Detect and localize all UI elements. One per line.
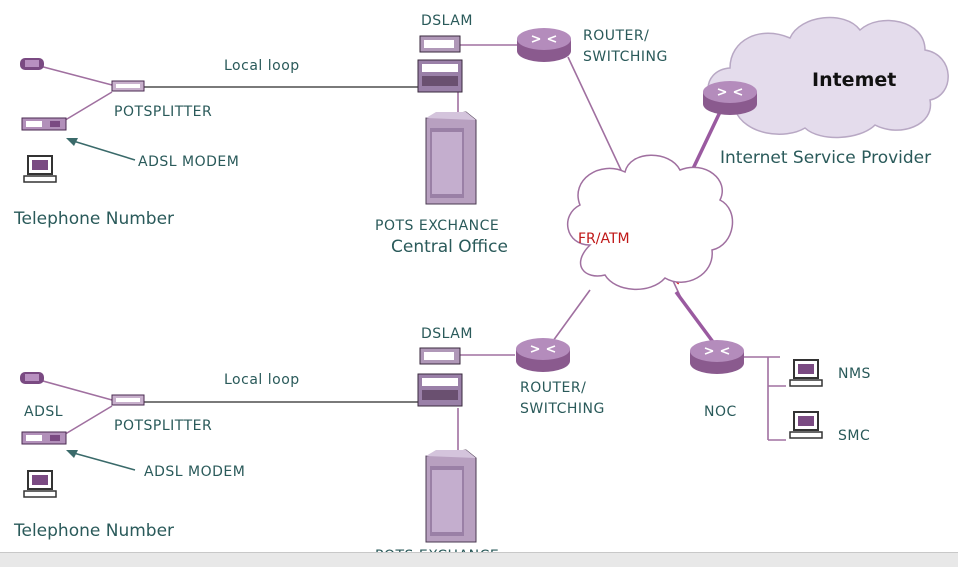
smc-computer-icon bbox=[789, 411, 823, 439]
link-modem-splitter-bottom bbox=[61, 405, 113, 437]
computer-icon-top bbox=[23, 155, 57, 183]
link-frame-noc bbox=[674, 290, 718, 348]
isp-router-icon bbox=[702, 80, 758, 116]
router-icon-top bbox=[516, 27, 572, 63]
connections-bottom bbox=[31, 354, 786, 450]
pots-exchange-icon-bottom bbox=[425, 449, 477, 543]
nms-label: NMS bbox=[838, 366, 871, 382]
horizontal-scrollbar[interactable] bbox=[0, 552, 958, 567]
potsplitter-icon-bottom bbox=[111, 394, 145, 406]
dslam-icon-bottom bbox=[419, 347, 461, 365]
local-loop-label-top: Local loop bbox=[224, 58, 300, 74]
link-phone-splitter-bottom bbox=[31, 377, 113, 401]
link-phone-splitter-top bbox=[31, 63, 113, 86]
computer-icon-bottom bbox=[23, 470, 57, 498]
adsl-modem-label-top: ADSL MODEM bbox=[138, 154, 239, 170]
potsplitter-label-bottom: POTSPLITTER bbox=[114, 418, 212, 434]
switch-rack-icon-bottom bbox=[417, 373, 463, 407]
smc-label: SMC bbox=[838, 428, 870, 444]
router-label-top: ROUTER/SWITCHING bbox=[583, 28, 668, 65]
internet-cloud bbox=[707, 16, 949, 139]
telephone-icon-top bbox=[20, 58, 44, 70]
dslam-icon-top bbox=[419, 35, 461, 53]
internet-label: Intemet bbox=[812, 69, 896, 91]
pots-exchange-label-top: POTS EXCHANCE bbox=[375, 218, 499, 234]
noc-label: NOC bbox=[704, 404, 737, 420]
fr-atm-label: FR/ATM bbox=[578, 231, 630, 247]
adsl-modem-icon-bottom bbox=[21, 431, 67, 445]
adsl-label-bottom: ADSL bbox=[24, 404, 63, 420]
telephone-number-label-top: Telephone Number bbox=[13, 209, 174, 229]
switch-rack-icon-top bbox=[417, 59, 463, 93]
potsplitter-icon-top bbox=[111, 80, 145, 92]
nms-computer-icon bbox=[789, 359, 823, 387]
router-label-bottom: ROUTER/SWITCHING bbox=[520, 380, 605, 417]
local-loop-label-bottom: Local loop bbox=[224, 372, 300, 388]
dslam-label-top: DSLAM bbox=[421, 13, 473, 29]
central-office-label: Central Office bbox=[391, 237, 508, 257]
dslam-label-bottom: DSLAM bbox=[421, 326, 473, 342]
telephone-icon-bottom bbox=[20, 372, 44, 384]
telephone-number-label-bottom: Telephone Number bbox=[13, 521, 174, 541]
noc-router-icon bbox=[689, 339, 745, 375]
adsl-modem-icon-top bbox=[21, 117, 67, 131]
potsplitter-label-top: POTSPLITTER bbox=[114, 104, 212, 120]
isp-label: Internet Service Provider bbox=[720, 148, 931, 168]
router-icon-bottom bbox=[515, 337, 571, 373]
link-modem-splitter-top bbox=[61, 91, 113, 123]
arrow-adsl-modem-bottom bbox=[66, 450, 136, 471]
arrow-adsl-modem-top bbox=[66, 138, 136, 161]
frame-relay-cloud bbox=[566, 154, 734, 291]
pots-exchange-icon-top bbox=[425, 111, 477, 205]
adsl-modem-label-bottom: ADSL MODEM bbox=[144, 464, 245, 480]
